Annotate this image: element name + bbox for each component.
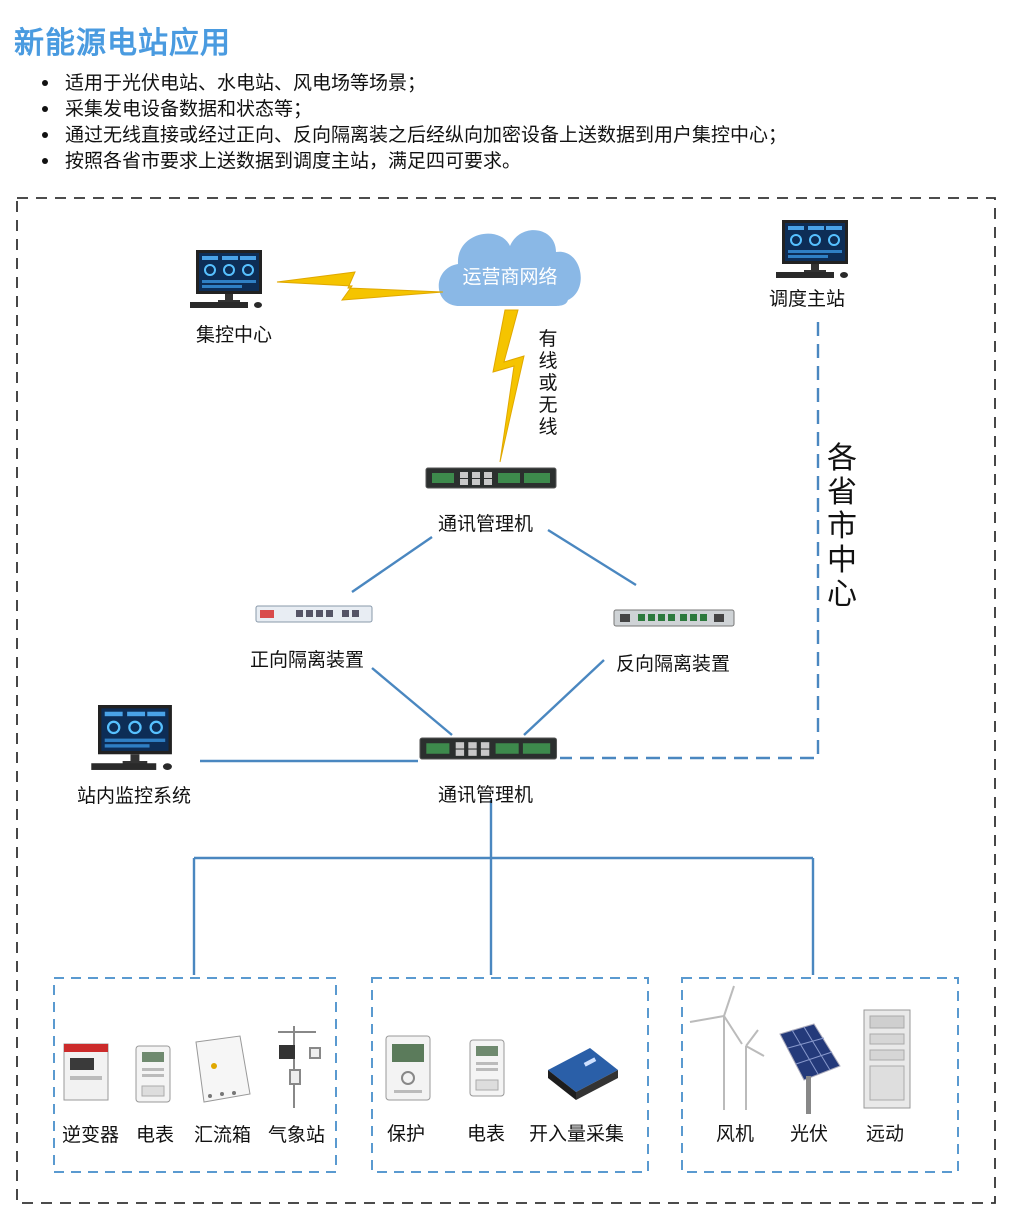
page-title: 新能源电站应用 xyxy=(14,26,231,61)
weather-station-icon xyxy=(278,1026,321,1108)
device-group-3 xyxy=(681,977,959,1173)
lightning-icon xyxy=(492,309,525,463)
digital-input-module-icon xyxy=(548,1048,618,1100)
meter-icon xyxy=(135,1045,171,1103)
computer-icon xyxy=(90,703,174,772)
lightning-icon xyxy=(276,271,444,301)
computer-icon xyxy=(189,249,263,309)
bullet-item: 按照各省市要求上送数据到调度主站，满足四可要求。 xyxy=(36,148,787,174)
comm-manager-bottom-label: 通讯管理机 xyxy=(438,784,534,806)
computer-icon xyxy=(775,219,849,279)
comm-manager-icon xyxy=(419,737,558,760)
telecontrol-label: 远动 xyxy=(866,1123,905,1145)
meter-label: 电表 xyxy=(467,1123,506,1145)
bullet-item: 通过无线直接或经过正向、反向隔离装之后经纵向加密设备上送数据到用户集控中心； xyxy=(36,122,787,148)
meter-icon xyxy=(469,1039,505,1097)
dispatch-link xyxy=(560,322,820,760)
weather-station-label: 气象站 xyxy=(268,1124,326,1146)
telecontrol-cabinet-icon xyxy=(863,1009,911,1109)
digital-input-label: 开入量采集 xyxy=(529,1123,625,1145)
inverter-label: 逆变器 xyxy=(62,1124,120,1146)
connection-lines xyxy=(192,528,815,975)
meter-label: 电表 xyxy=(136,1124,175,1146)
cloud-icon xyxy=(438,230,581,306)
bullet-item: 适用于光伏电站、水电站、风电场等场景； xyxy=(36,70,787,96)
solar-panel-icon xyxy=(779,1023,841,1114)
control-center-label: 集控中心 xyxy=(196,324,273,346)
forward-isolation-label: 正向隔离装置 xyxy=(250,649,365,671)
bullet-list: 适用于光伏电站、水电站、风电场等场景； 采集发电设备数据和状态等； 通过无线直接… xyxy=(36,70,787,174)
wind-turbine-icon xyxy=(689,985,765,1110)
reverse-isolation-label: 反向隔离装置 xyxy=(616,653,731,675)
device-group-2 xyxy=(371,977,649,1173)
comm-manager-icon xyxy=(425,467,557,489)
dispatch-station-label: 调度主站 xyxy=(769,288,846,310)
combiner-box-label: 汇流箱 xyxy=(194,1124,252,1146)
link-type-label: 有线或无线 xyxy=(538,328,558,438)
protection-device-icon xyxy=(385,1035,431,1101)
protection-label: 保护 xyxy=(387,1123,426,1145)
province-center-label: 各省市中心 xyxy=(827,441,857,612)
device-group-1 xyxy=(53,977,337,1173)
combiner-box-icon xyxy=(195,1035,251,1103)
solar-label: 光伏 xyxy=(790,1123,829,1145)
cloud-label: 运营商网络 xyxy=(462,266,558,288)
station-monitor-label: 站内监控系统 xyxy=(77,785,192,807)
comm-manager-top-label: 通讯管理机 xyxy=(438,513,534,535)
reverse-isolation-icon xyxy=(613,609,735,627)
bullet-item: 采集发电设备数据和状态等； xyxy=(36,96,787,122)
inverter-icon xyxy=(63,1043,109,1101)
wind-turbine-label: 风机 xyxy=(716,1123,755,1145)
forward-isolation-icon xyxy=(255,605,373,623)
station-boundary xyxy=(16,197,996,1204)
